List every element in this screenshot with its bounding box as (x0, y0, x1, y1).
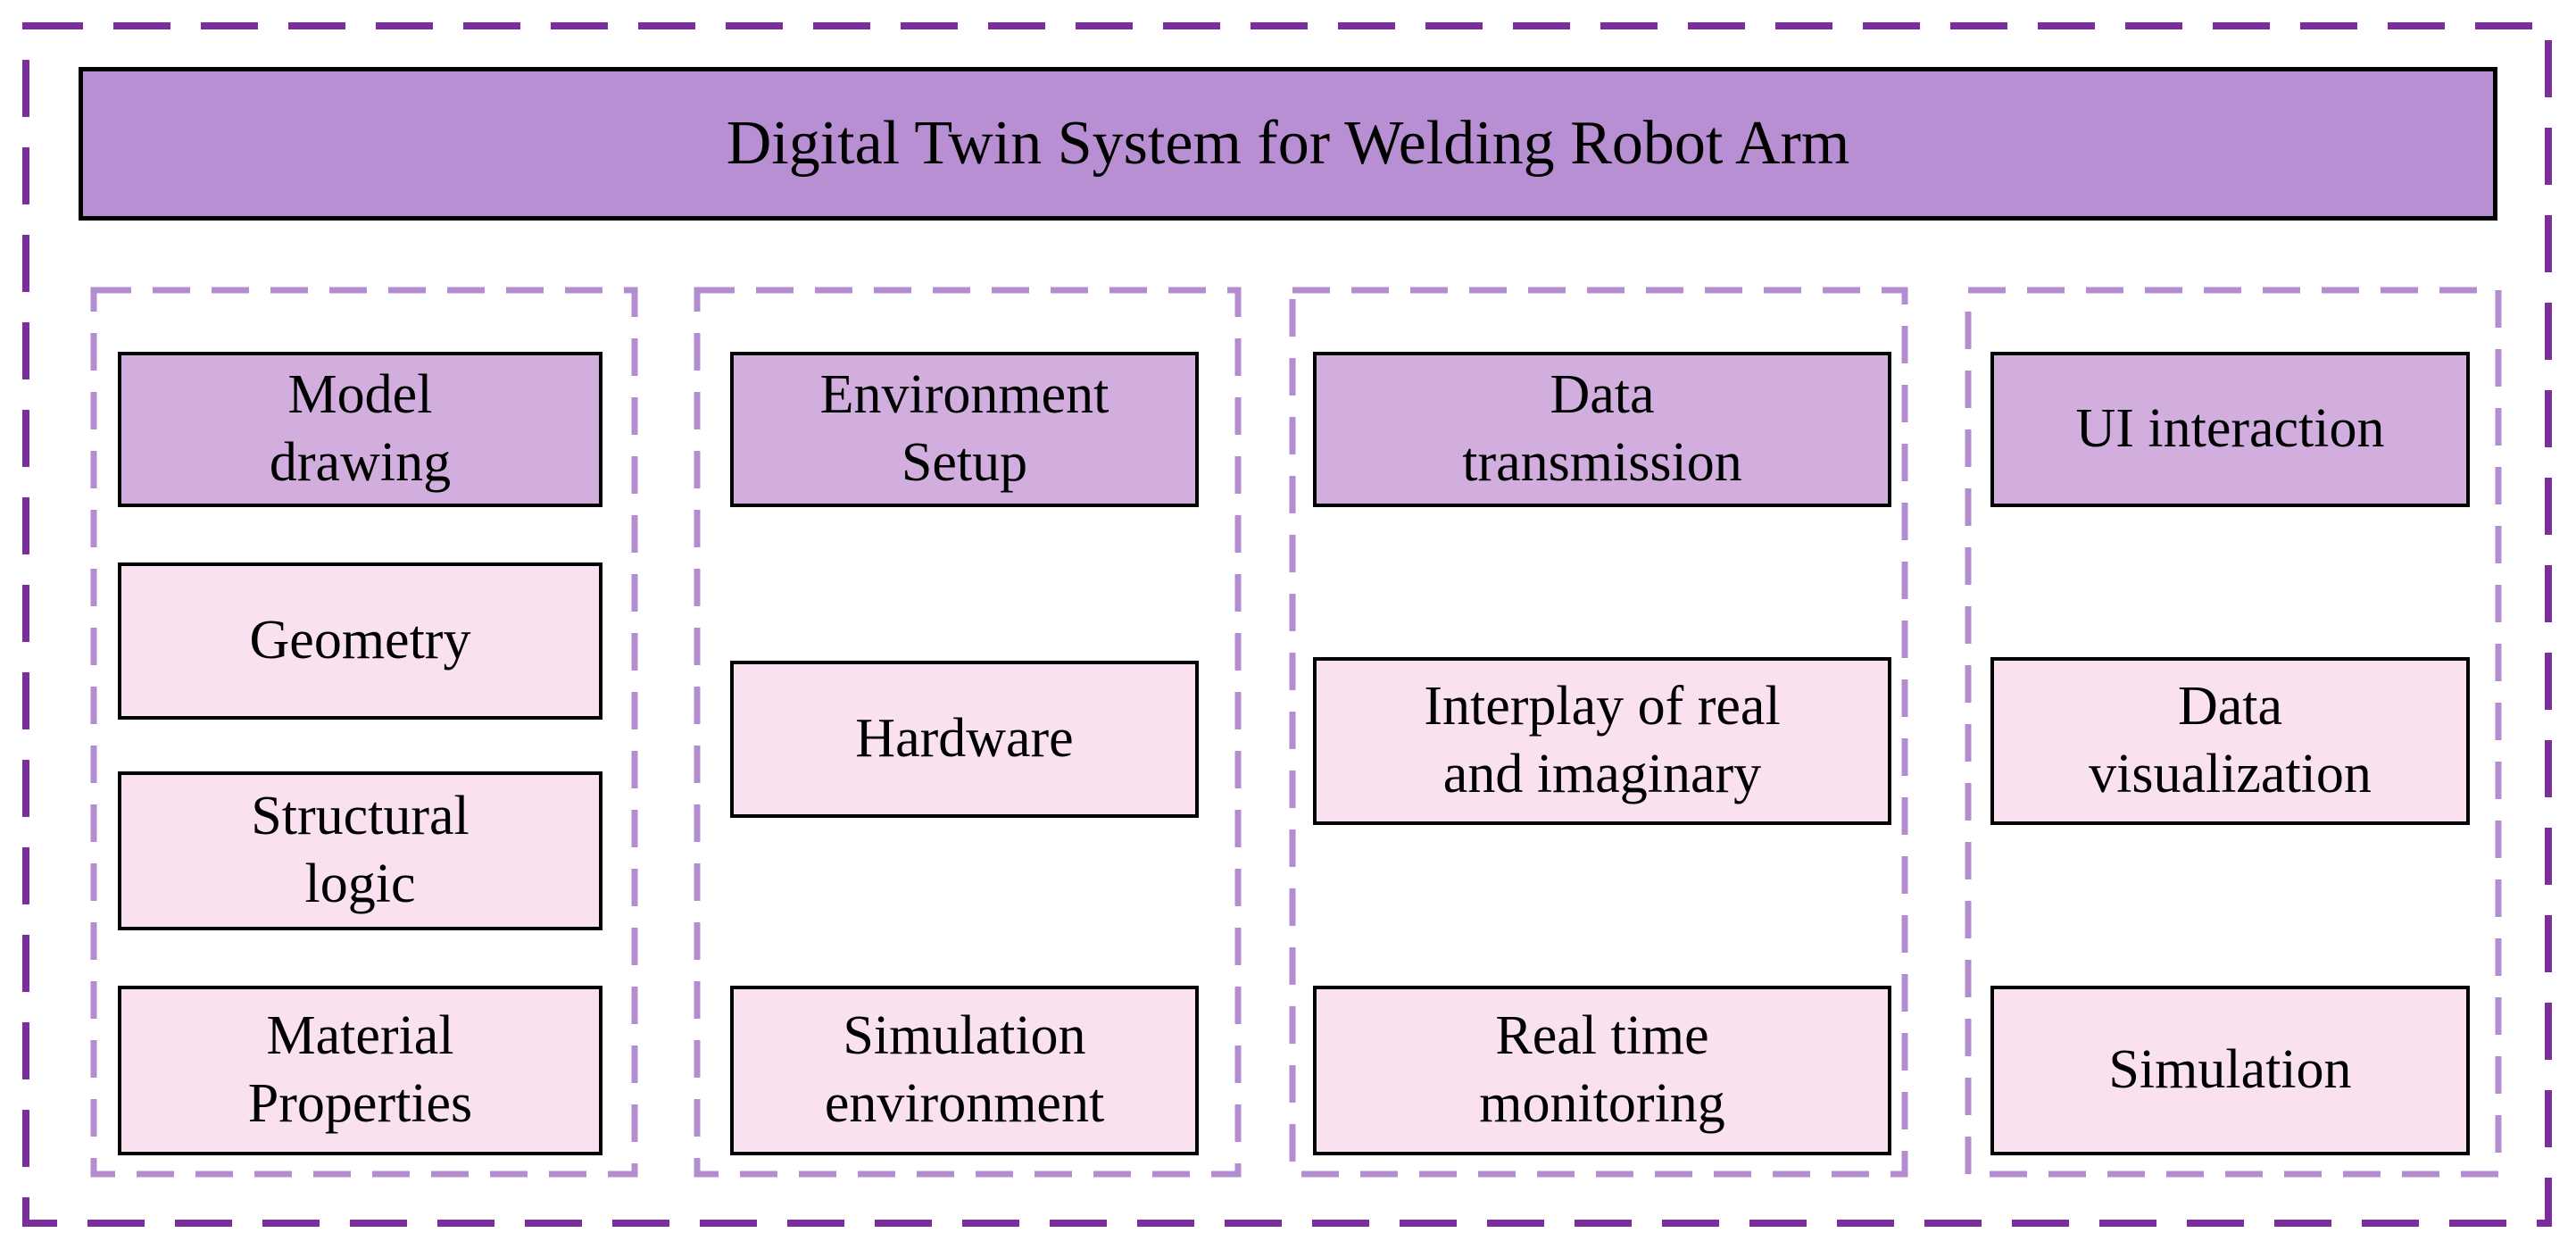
box-simulation-environment: Simulation environment (730, 986, 1199, 1155)
box-structural-logic: Structural logic (118, 771, 602, 930)
column-2-dashed-border (694, 287, 1242, 1178)
box-environment-setup: Environment Setup (730, 352, 1199, 507)
column-4-dashed-border (1965, 287, 2502, 1178)
column-1-dashed-border (90, 287, 638, 1178)
outer-dashed-border (22, 22, 2552, 1227)
box-real-time-monitoring: Real time monitoring (1313, 986, 1891, 1155)
box-material-properties: Material Properties (118, 986, 602, 1155)
column-3-dashed-border (1289, 287, 1908, 1178)
box-data-visualization: Data visualization (1990, 657, 2470, 825)
diagram-title: Digital Twin System for Welding Robot Ar… (79, 67, 2497, 221)
box-interplay-real-imaginary: Interplay of real and imaginary (1313, 657, 1891, 825)
box-simulation: Simulation (1990, 986, 2470, 1155)
box-ui-interaction: UI interaction (1990, 352, 2470, 507)
box-model-drawing: Model drawing (118, 352, 602, 507)
box-geometry: Geometry (118, 562, 602, 720)
box-hardware: Hardware (730, 661, 1199, 818)
box-data-transmission: Data transmission (1313, 352, 1891, 507)
